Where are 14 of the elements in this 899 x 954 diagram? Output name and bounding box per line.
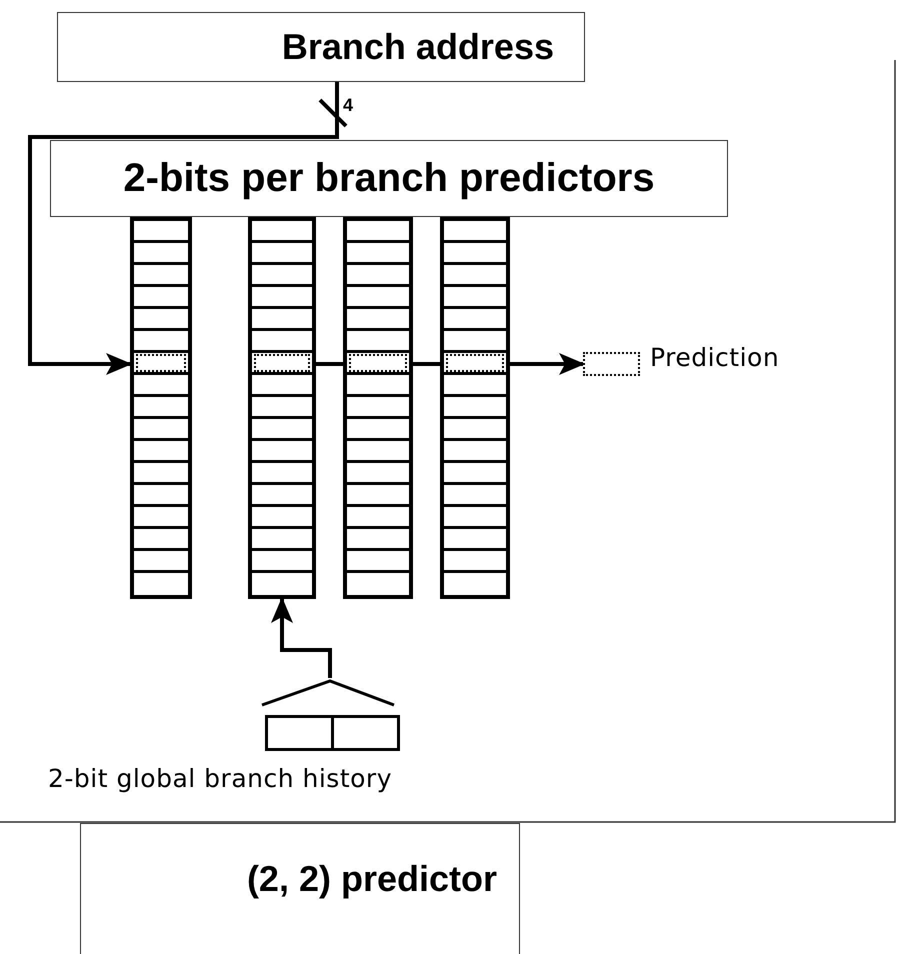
arrow (28, 82, 339, 375)
arrow (510, 353, 585, 375)
address-box: Branch address (57, 12, 585, 82)
table-heading-box: 2-bits per branch predictors (50, 140, 728, 217)
predictor-table (248, 217, 316, 599)
predictor-table (343, 217, 413, 599)
predictor-table (440, 217, 510, 599)
prediction-label: Prediction (650, 343, 780, 372)
predictor-table (130, 217, 192, 599)
caption-box: (2, 2) predictor (80, 823, 520, 954)
history-label: 2-bit global branch history (48, 764, 392, 793)
arrow (271, 597, 332, 678)
prediction-box (583, 352, 640, 376)
edge-label: 4 (342, 96, 354, 114)
